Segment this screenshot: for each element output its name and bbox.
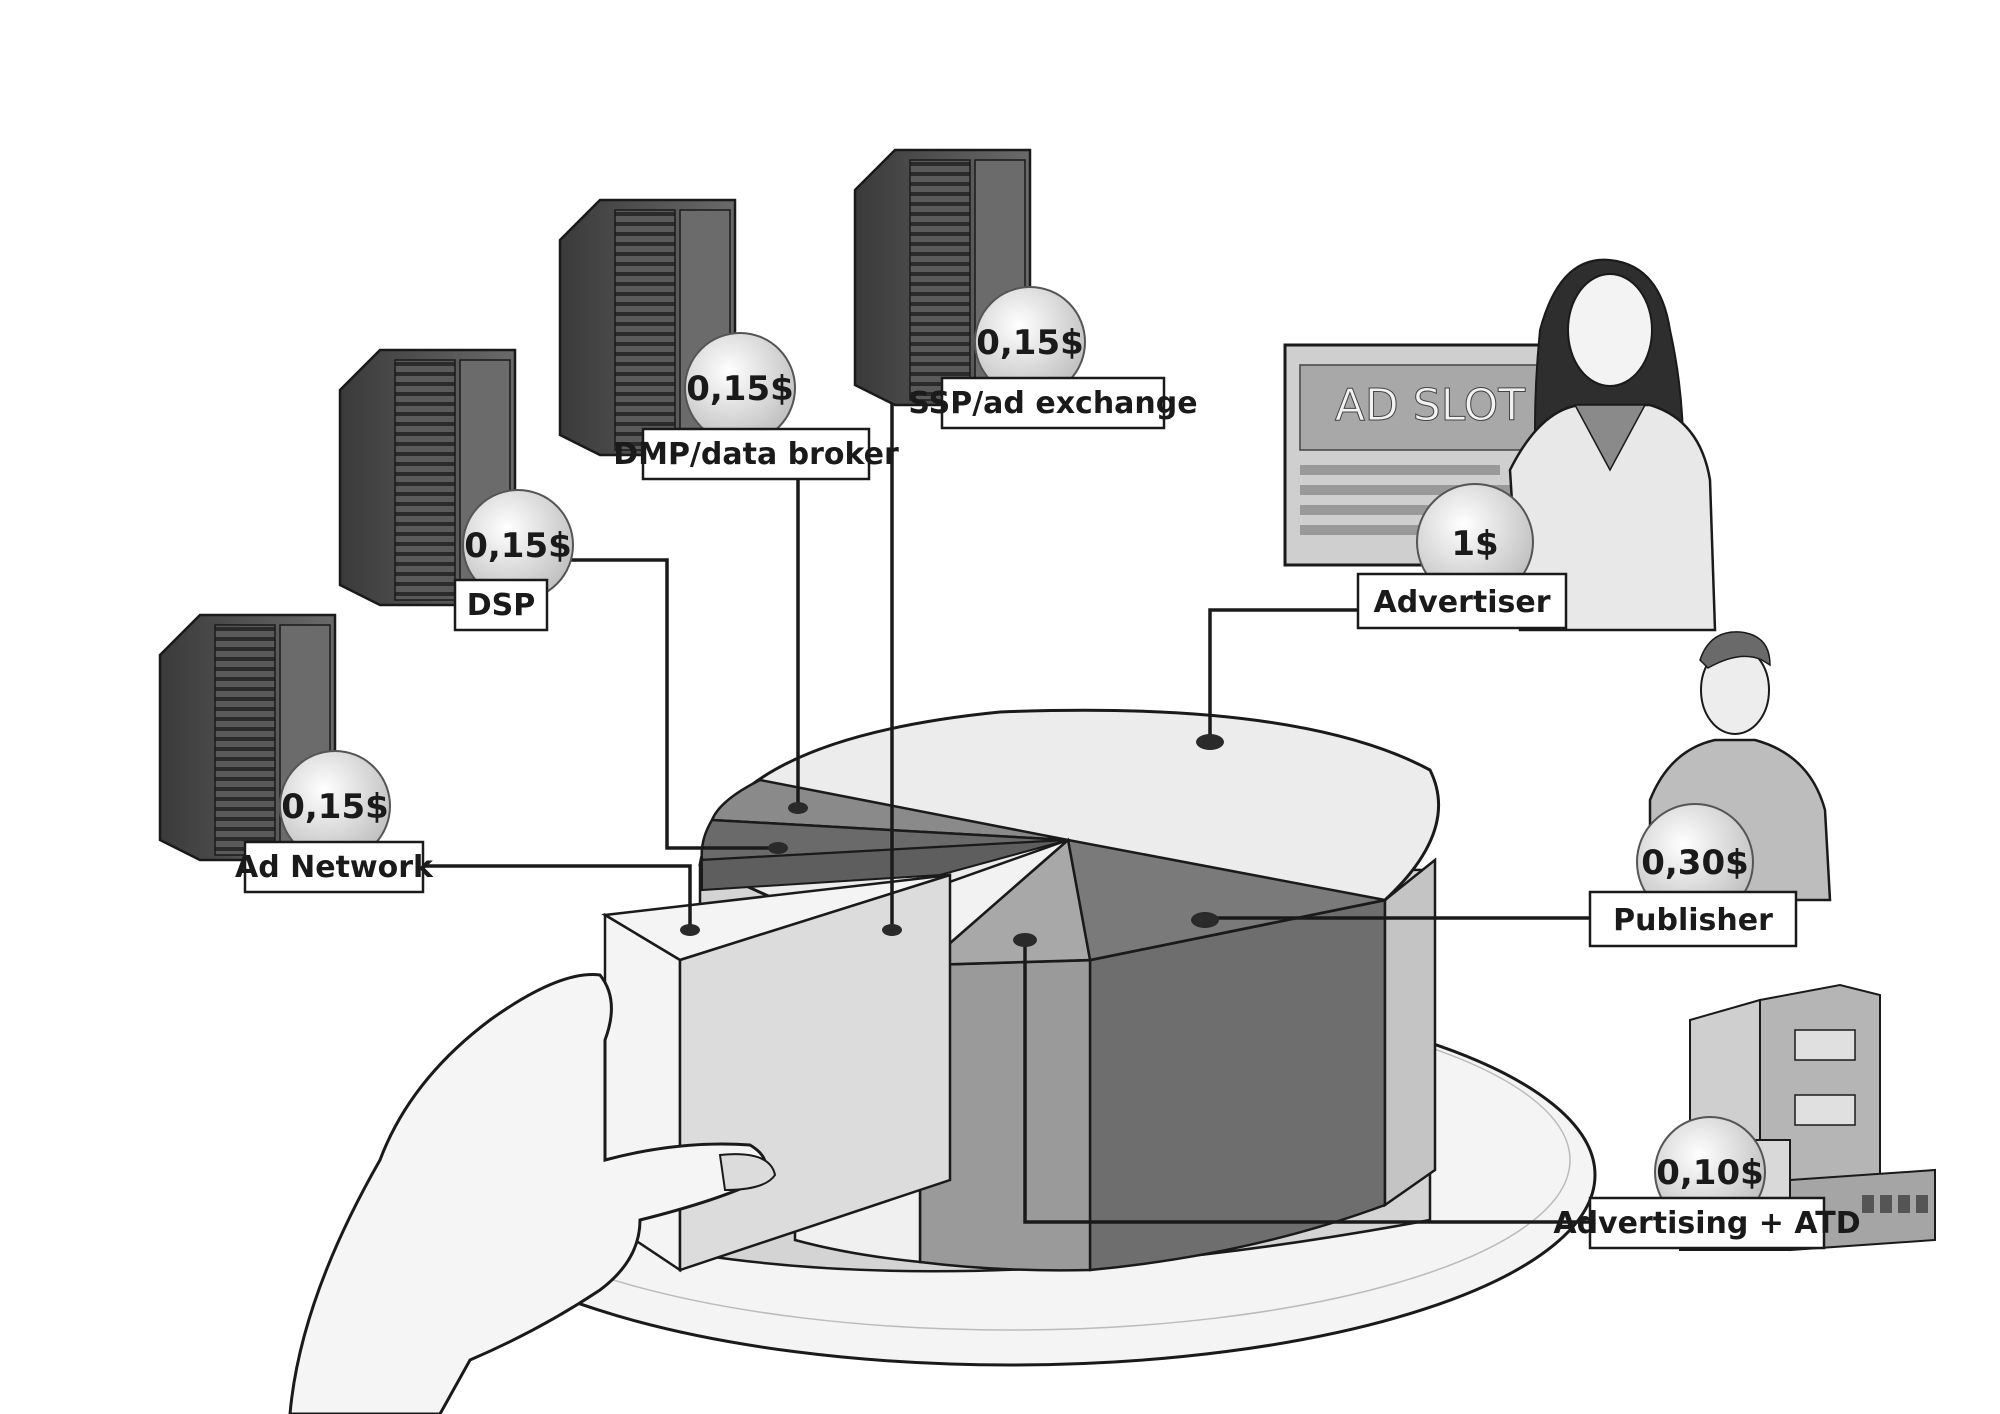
coin-advertiser: 1$ xyxy=(1416,483,1534,601)
coin-ssp: 0,15$ xyxy=(974,286,1086,398)
connector-dsp xyxy=(570,558,776,850)
price-dsp: 0,15$ xyxy=(464,526,572,566)
label-text-ssp: SSP/ad exchange xyxy=(908,386,1197,421)
label-advertiser: Advertiser xyxy=(1356,572,1568,630)
price-ad-network: 0,15$ xyxy=(281,787,389,827)
cake-holes xyxy=(680,734,1224,947)
label-text-atd: Advertising + ATD xyxy=(1553,1206,1860,1241)
label-text-publisher: Publisher xyxy=(1613,903,1773,938)
label-atd: Advertising + ATD xyxy=(1553,1196,1861,1250)
ad-slot-text: AD SLOT xyxy=(1335,380,1525,431)
price-advertiser: 1$ xyxy=(1451,524,1498,564)
price-dmp: 0,15$ xyxy=(686,369,794,409)
label-text-ad-network: Ad Network xyxy=(235,850,434,885)
connector-advertiser xyxy=(1208,608,1358,740)
price-publisher: 0,30$ xyxy=(1641,843,1749,883)
price-ssp: 0,15$ xyxy=(976,323,1084,363)
coin-ad-network: 0,15$ xyxy=(279,750,391,862)
hole-atd xyxy=(1013,933,1037,947)
connector-atd xyxy=(1023,938,1590,1224)
label-publisher: Publisher xyxy=(1588,890,1798,948)
hole-ad-network xyxy=(680,924,700,936)
connector-ad-network xyxy=(422,864,692,930)
label-text-dsp: DSP xyxy=(467,588,536,623)
price-atd: 0,10$ xyxy=(1656,1153,1764,1193)
connectors xyxy=(422,404,1590,1224)
coin-dmp: 0,15$ xyxy=(684,332,796,444)
hole-dmp xyxy=(788,802,808,814)
label-ssp: SSP/ad exchange xyxy=(908,376,1198,430)
label-ad-network: Ad Network xyxy=(235,840,434,894)
hole-advertiser xyxy=(1196,734,1224,750)
hole-publisher xyxy=(1191,912,1219,928)
label-text-advertiser: Advertiser xyxy=(1373,585,1550,620)
label-dsp: DSP xyxy=(453,578,549,632)
hole-ssp xyxy=(882,924,902,936)
label-text-dmp: DMP/data broker xyxy=(613,437,899,472)
hole-dsp xyxy=(768,842,788,854)
hand xyxy=(288,973,777,1414)
label-dmp: DMP/data broker xyxy=(613,427,899,481)
